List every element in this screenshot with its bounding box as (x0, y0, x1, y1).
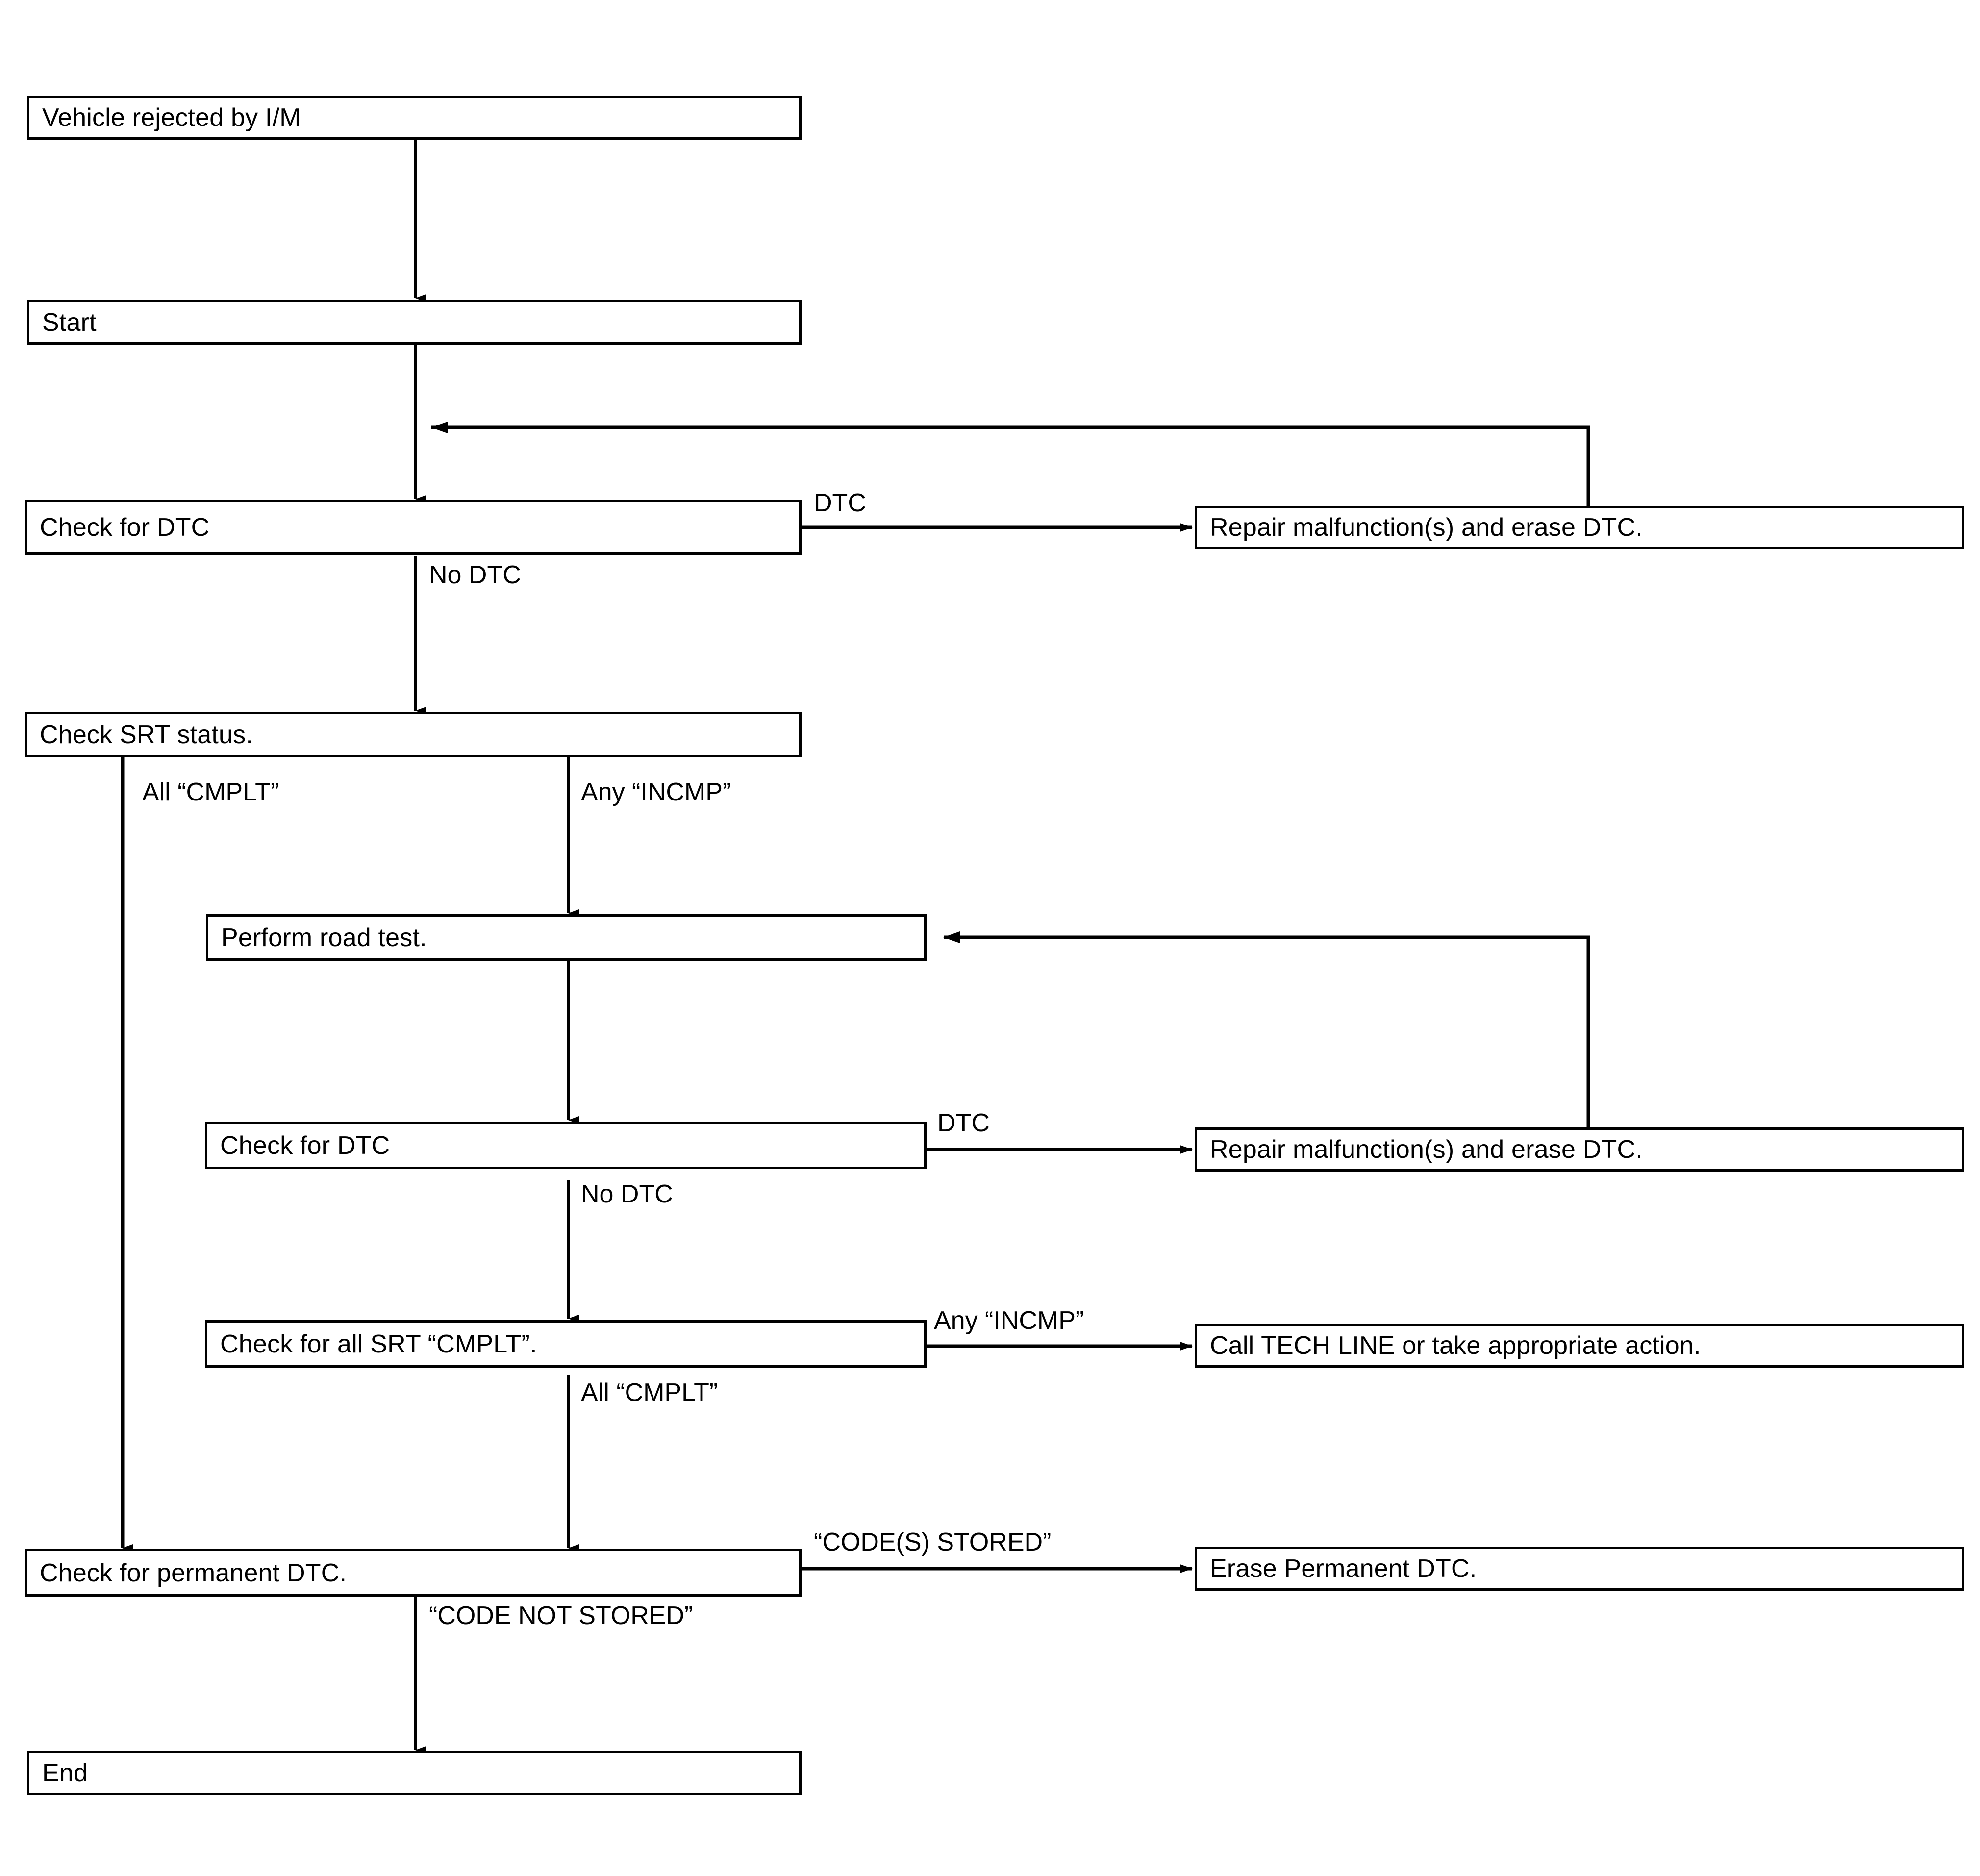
node-check-srt-status-label: Check SRT status. (40, 720, 253, 749)
edge-label-code-not-stored: “CODE NOT STORED” (429, 1601, 693, 1630)
node-vehicle-rejected-label: Vehicle rejected by I/M (42, 103, 301, 132)
node-check-all-srt-cmplt-label: Check for all SRT “CMPLT”. (220, 1329, 537, 1358)
node-repair-1[interactable]: Repair malfunction(s) and erase DTC. (1195, 506, 1964, 549)
node-check-dtc-2[interactable]: Check for DTC (205, 1122, 927, 1169)
node-erase-permanent-dtc[interactable]: Erase Permanent DTC. (1195, 1547, 1964, 1591)
node-perform-road-test-label: Perform road test. (221, 923, 427, 952)
node-repair-2-label: Repair malfunction(s) and erase DTC. (1210, 1135, 1643, 1164)
node-end[interactable]: End (27, 1751, 802, 1795)
node-check-dtc-2-label: Check for DTC (220, 1131, 390, 1160)
node-check-dtc-1[interactable]: Check for DTC (25, 500, 802, 555)
node-vehicle-rejected[interactable]: Vehicle rejected by I/M (27, 96, 802, 140)
node-call-tech-line[interactable]: Call TECH LINE or take appropriate actio… (1195, 1324, 1964, 1368)
node-check-srt-status[interactable]: Check SRT status. (25, 712, 802, 757)
node-erase-permanent-dtc-label: Erase Permanent DTC. (1210, 1554, 1477, 1583)
edge-label-codes-stored: “CODE(S) STORED” (814, 1528, 1052, 1556)
node-repair-1-label: Repair malfunction(s) and erase DTC. (1210, 513, 1643, 542)
node-end-label: End (42, 1759, 88, 1787)
edge-label-any-incmp-2: Any “INCMP” (934, 1306, 1084, 1335)
node-perform-road-test[interactable]: Perform road test. (206, 914, 927, 961)
edge-label-all-cmplt-2: All “CMPLT” (581, 1378, 718, 1407)
edge-repair-2-loop-back (943, 931, 1590, 1127)
node-check-all-srt-cmplt[interactable]: Check for all SRT “CMPLT”. (205, 1320, 927, 1368)
node-repair-2[interactable]: Repair malfunction(s) and erase DTC. (1195, 1127, 1964, 1172)
edge-label-dtc-2: DTC (937, 1109, 990, 1137)
edge-label-dtc-1: DTC (814, 489, 866, 517)
node-start-label: Start (42, 308, 97, 337)
edge-repair-1-loop-back (431, 422, 1590, 506)
node-start[interactable]: Start (27, 300, 802, 345)
edge-label-no-dtc-2: No DTC (581, 1180, 673, 1208)
node-check-permanent-dtc[interactable]: Check for permanent DTC. (25, 1549, 802, 1597)
node-check-permanent-dtc-label: Check for permanent DTC. (40, 1558, 347, 1587)
node-check-dtc-1-label: Check for DTC (40, 513, 210, 542)
edge-label-no-dtc-1: No DTC (429, 561, 521, 589)
edge-label-all-cmplt-1: All “CMPLT” (142, 778, 279, 806)
node-call-tech-line-label: Call TECH LINE or take appropriate actio… (1210, 1331, 1701, 1360)
edge-label-any-incmp-1: Any “INCMP” (581, 778, 731, 806)
